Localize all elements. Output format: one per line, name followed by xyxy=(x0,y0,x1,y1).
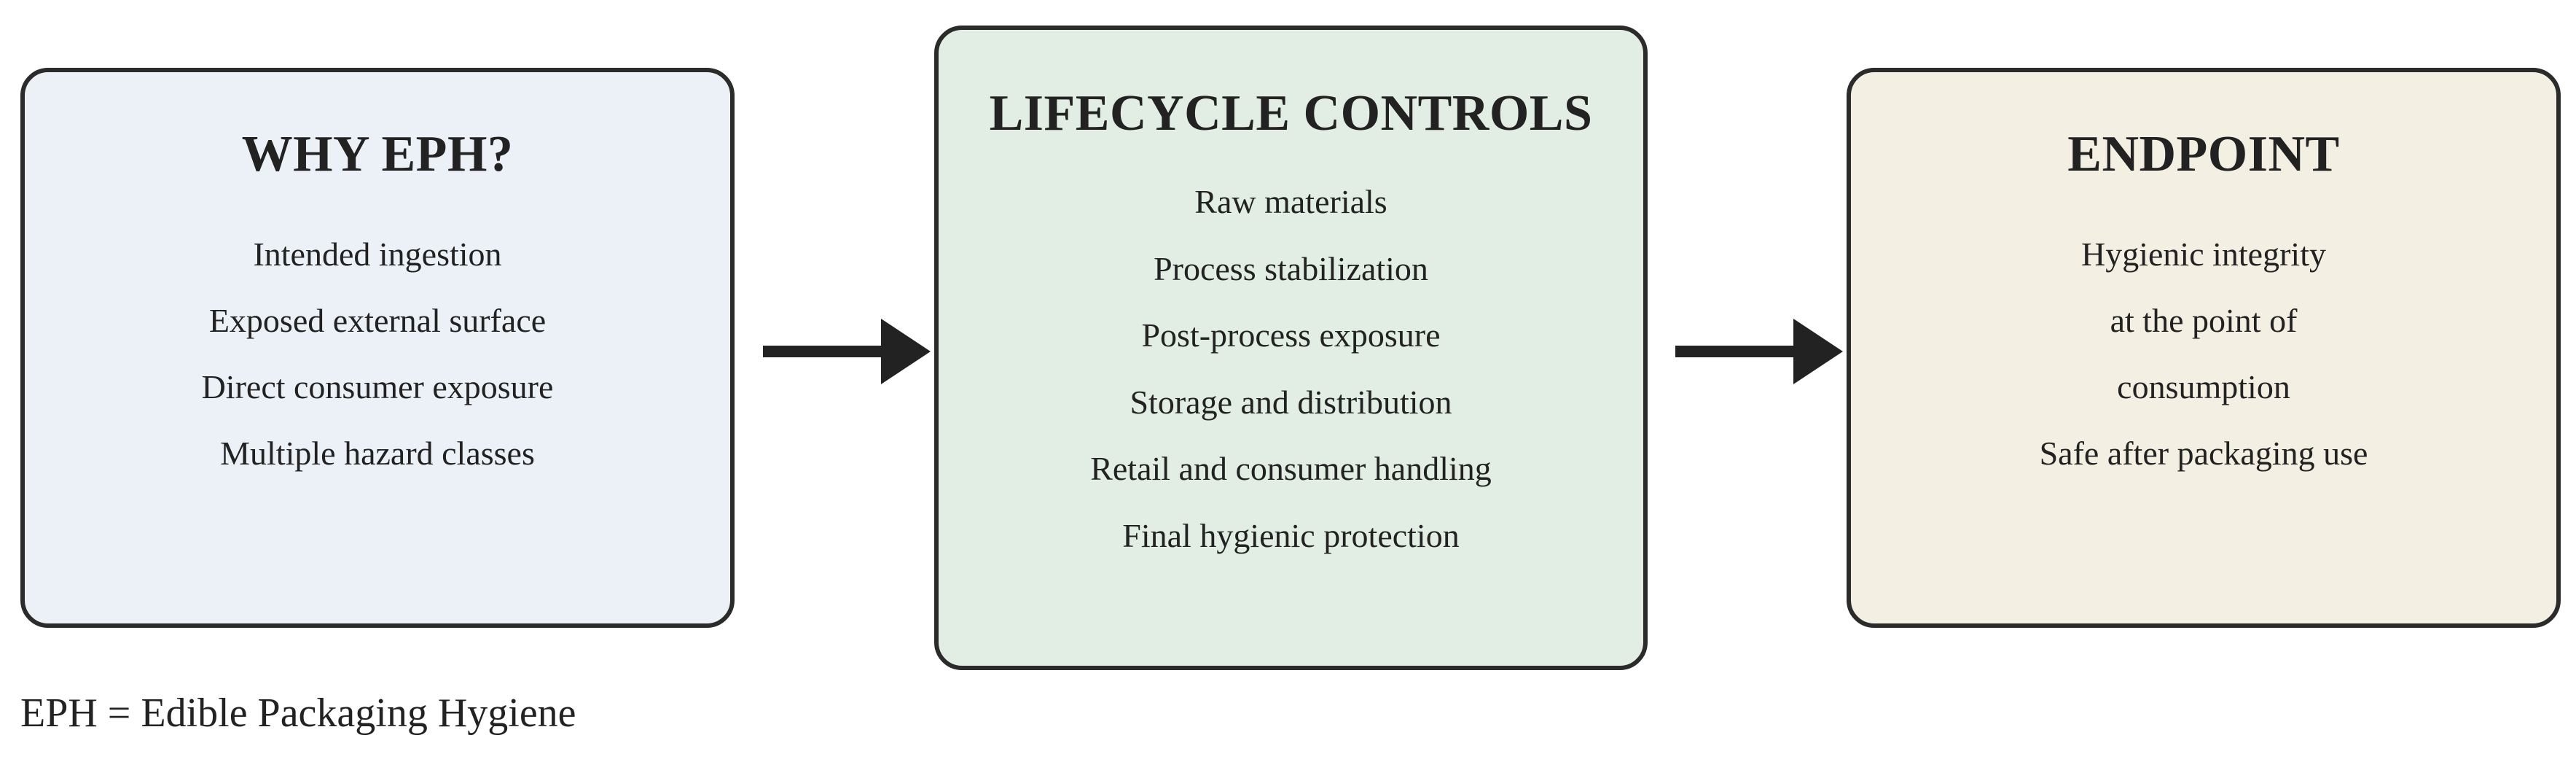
endpoint-item: Hygienic integrity xyxy=(2081,236,2326,273)
endpoint-item: at the point of xyxy=(2110,302,2298,339)
lifecycle-controls-title: LIFECYCLE CONTROLS xyxy=(989,85,1593,141)
why-eph-list: Intended ingestion Exposed external surf… xyxy=(25,221,730,486)
why-eph-box: WHY EPH? Intended ingestion Exposed exte… xyxy=(20,68,735,628)
lifecycle-controls-box: LIFECYCLE CONTROLS Raw materials Process… xyxy=(934,26,1648,670)
endpoint-list: Hygienic integrity at the point of consu… xyxy=(1851,221,2556,486)
lifecycle-item: Storage and distribution xyxy=(1130,383,1452,421)
why-eph-item: Direct consumer exposure xyxy=(201,368,554,405)
lifecycle-item: Final hygienic protection xyxy=(1122,516,1460,554)
right-arrow-icon xyxy=(1675,319,1843,384)
why-eph-item: Intended ingestion xyxy=(253,236,502,273)
endpoint-item: consumption xyxy=(2117,368,2290,405)
why-eph-title: WHY EPH? xyxy=(241,126,514,182)
abbreviation-footnote: EPH = Edible Packaging Hygiene xyxy=(20,691,576,736)
lifecycle-item: Post-process exposure xyxy=(1141,316,1441,354)
lifecycle-controls-list: Raw materials Process stabilization Post… xyxy=(939,168,1643,569)
right-arrow-icon xyxy=(763,319,931,384)
lifecycle-item: Retail and consumer handling xyxy=(1090,450,1492,487)
lifecycle-item: Process stabilization xyxy=(1154,249,1428,287)
why-eph-item: Exposed external surface xyxy=(208,302,547,339)
lifecycle-item: Raw materials xyxy=(1194,183,1387,220)
why-eph-item: Multiple hazard classes xyxy=(220,435,535,472)
endpoint-title: ENDPOINT xyxy=(2067,126,2340,182)
endpoint-item: Safe after packaging use xyxy=(2039,435,2368,472)
endpoint-box: ENDPOINT Hygienic integrity at the point… xyxy=(1847,68,2561,628)
